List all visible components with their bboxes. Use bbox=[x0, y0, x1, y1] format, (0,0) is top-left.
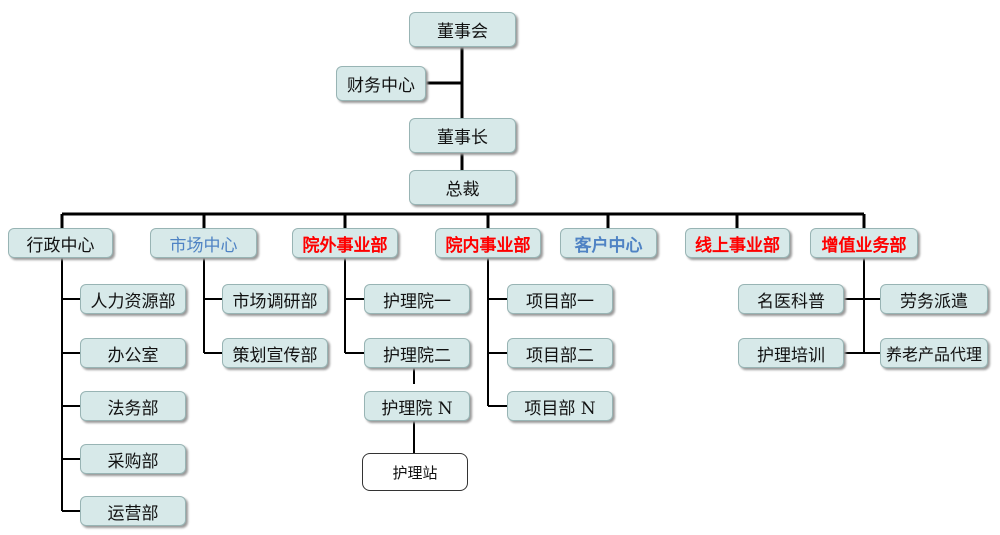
elderly-product-agency-node: 养老产品代理 bbox=[880, 338, 988, 368]
customer-center-node: 客户中心 bbox=[560, 228, 657, 258]
online-business-node: 线上事业部 bbox=[685, 228, 790, 258]
board-node: 董事会 bbox=[409, 12, 516, 47]
admin-center-node: 行政中心 bbox=[8, 228, 113, 258]
project-dept-2-node: 项目部二 bbox=[507, 338, 613, 368]
purchasing-department-node: 采购部 bbox=[80, 444, 186, 474]
chairman-node: 董事长 bbox=[409, 118, 516, 153]
hr-department-node: 人力资源部 bbox=[80, 284, 186, 314]
labor-dispatch-node: 劳务派遣 bbox=[880, 284, 988, 314]
nursing-station-node: 护理站 bbox=[362, 453, 468, 491]
nursing-home-2-node: 护理院二 bbox=[364, 338, 470, 368]
planning-promotion-node: 策划宣传部 bbox=[222, 338, 328, 368]
office-node: 办公室 bbox=[80, 338, 186, 368]
project-dept-n-node: 项目部 N bbox=[507, 391, 613, 421]
ceo-node: 总裁 bbox=[409, 170, 516, 205]
nursing-home-1-node: 护理院一 bbox=[364, 284, 470, 314]
finance-center-node: 财务中心 bbox=[336, 66, 426, 101]
outside-business-node: 院外事业部 bbox=[292, 228, 398, 258]
market-center-node: 市场中心 bbox=[150, 228, 257, 258]
operations-department-node: 运营部 bbox=[80, 496, 186, 526]
nursing-training-node: 护理培训 bbox=[738, 338, 844, 368]
legal-department-node: 法务部 bbox=[80, 391, 186, 421]
medical-science-node: 名医科普 bbox=[738, 284, 844, 314]
inside-business-node: 院内事业部 bbox=[435, 228, 541, 258]
value-added-business-node: 增值业务部 bbox=[810, 228, 918, 258]
project-dept-1-node: 项目部一 bbox=[507, 284, 613, 314]
market-research-node: 市场调研部 bbox=[222, 284, 328, 314]
nursing-home-n-node: 护理院 N bbox=[364, 391, 470, 421]
